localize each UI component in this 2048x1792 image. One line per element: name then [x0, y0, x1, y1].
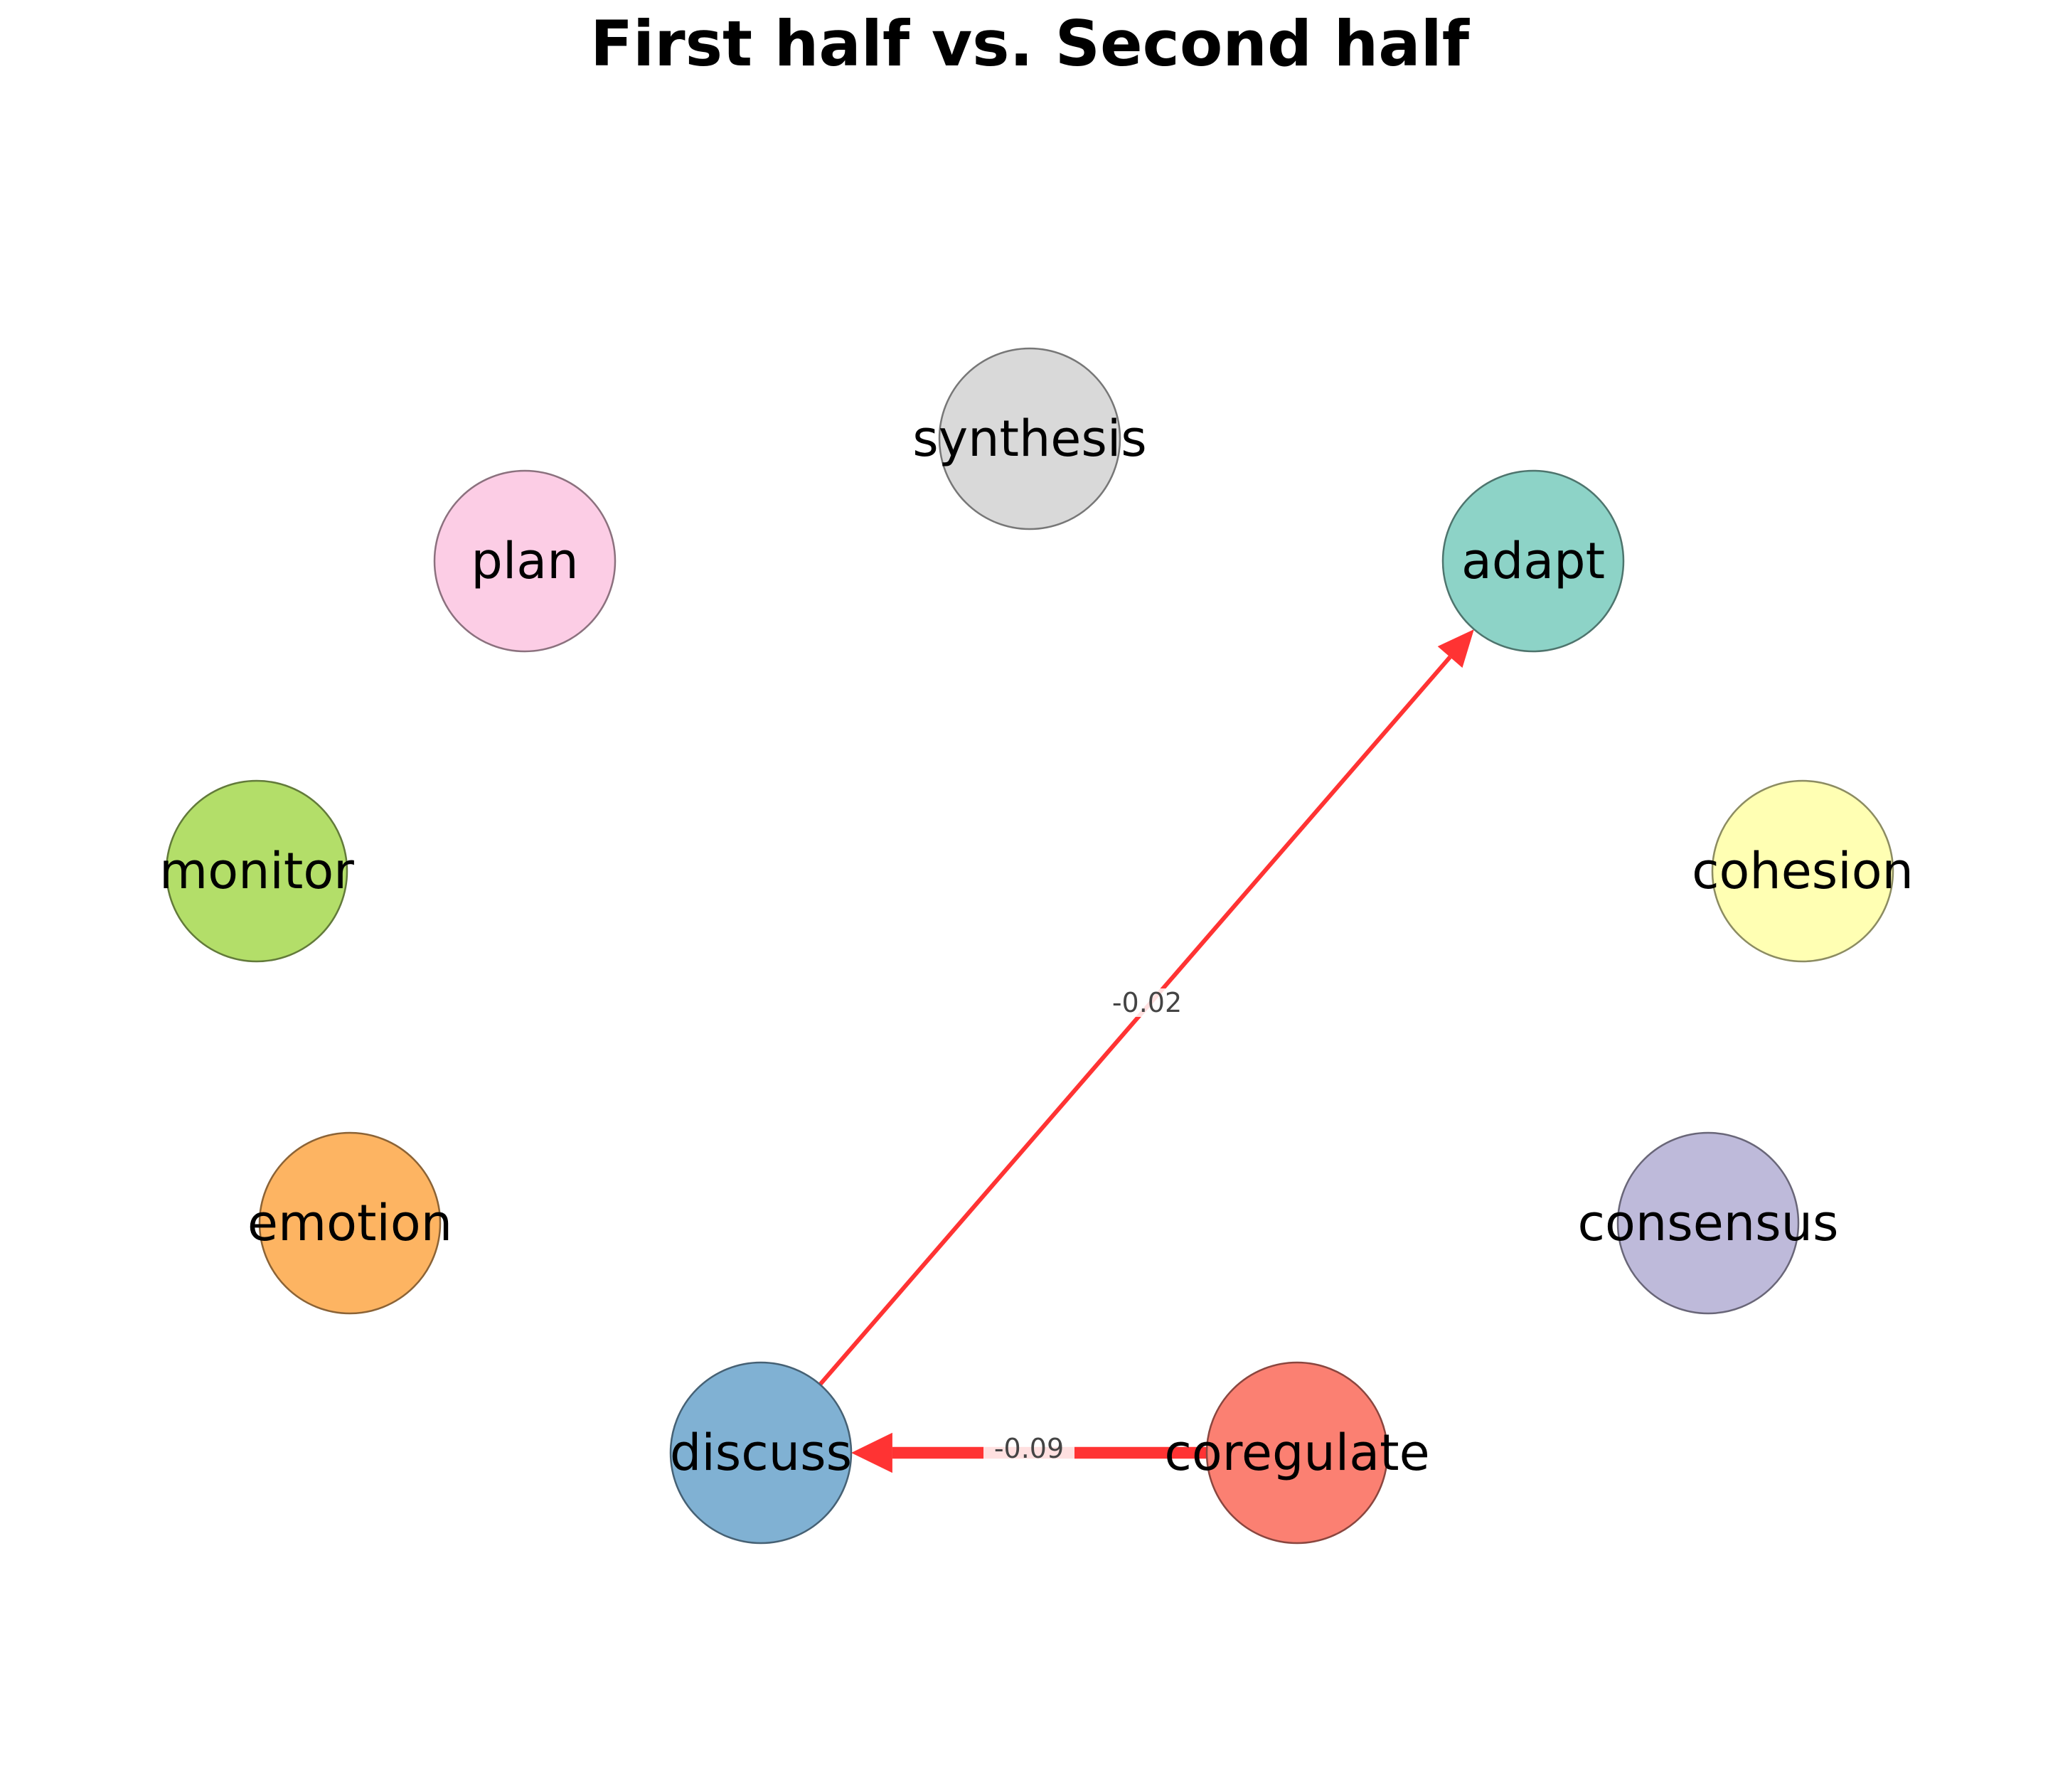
- node-label: coregulate: [1164, 1424, 1429, 1482]
- edge-weight-label: -0.09: [994, 1433, 1064, 1464]
- node-label: plan: [471, 532, 578, 590]
- node-consensus[interactable]: consensus: [1578, 1131, 1839, 1315]
- nodes-layer: synthesis adapt cohesion consensus coregulat…: [159, 347, 1914, 1545]
- arrowhead-icon: [851, 1432, 892, 1473]
- edge-labels-layer: -0.02 -0.09: [983, 987, 1193, 1464]
- arrowhead-icon: [1437, 629, 1474, 668]
- diagram-title: First half vs. Second half: [590, 7, 1471, 80]
- node-circle[interactable]: [1441, 469, 1625, 653]
- node-circle[interactable]: [258, 1131, 442, 1315]
- edge-label-background: [983, 1434, 1074, 1463]
- node-emotion[interactable]: emotion: [247, 1131, 452, 1315]
- node-cohesion[interactable]: cohesion: [1692, 779, 1914, 963]
- node-circle[interactable]: [1616, 1131, 1800, 1315]
- edge-label-coregulate-to-discuss: -0.09: [983, 1433, 1074, 1464]
- node-plan[interactable]: plan: [433, 469, 617, 653]
- edge-discuss-to-adapt: [808, 629, 1474, 1398]
- node-label: synthesis: [912, 410, 1147, 468]
- node-circle[interactable]: [938, 347, 1121, 530]
- node-label: emotion: [247, 1194, 452, 1252]
- edges-layer: [808, 629, 1474, 1473]
- node-label: discuss: [670, 1424, 852, 1482]
- node-label: monitor: [159, 842, 354, 900]
- node-label: adapt: [1461, 532, 1605, 590]
- edge-line: [808, 656, 1452, 1398]
- edge-weight-label: -0.02: [1112, 987, 1182, 1018]
- node-label: cohesion: [1692, 842, 1914, 900]
- node-label: consensus: [1578, 1194, 1839, 1252]
- edge-label-background: [1102, 988, 1193, 1017]
- node-discuss[interactable]: discuss: [669, 1361, 853, 1545]
- node-coregulate[interactable]: coregulate: [1164, 1361, 1430, 1545]
- edge-label-discuss-to-adapt: -0.02: [1102, 987, 1193, 1018]
- node-synthesis[interactable]: synthesis: [912, 347, 1147, 530]
- node-circle[interactable]: [1711, 779, 1894, 963]
- node-circle[interactable]: [165, 779, 348, 963]
- node-circle[interactable]: [1205, 1361, 1389, 1545]
- node-circle[interactable]: [669, 1361, 853, 1545]
- node-adapt[interactable]: adapt: [1441, 469, 1625, 653]
- node-circle[interactable]: [433, 469, 617, 653]
- node-monitor[interactable]: monitor: [159, 779, 354, 963]
